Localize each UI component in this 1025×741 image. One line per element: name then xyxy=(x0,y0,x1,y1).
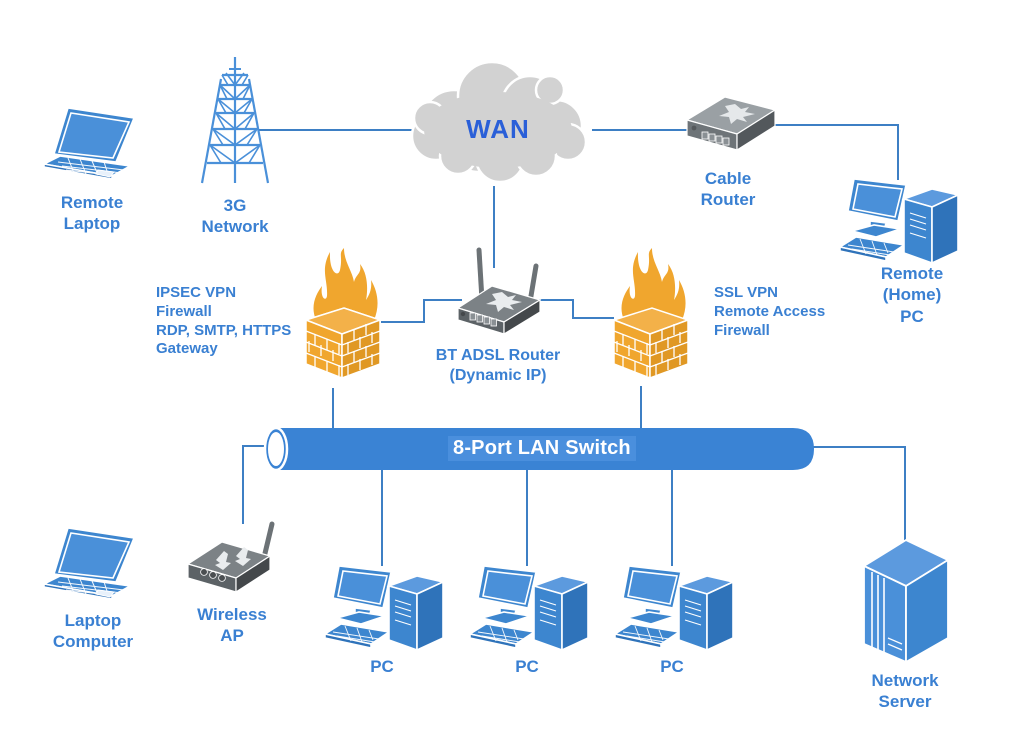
server-icon xyxy=(862,538,950,664)
node-remote-home-pc[interactable]: Remote (Home) PC xyxy=(837,175,962,326)
link-ipsec-firewall-to-adsl-router xyxy=(381,299,462,323)
node-bt-adsl-router[interactable]: BT ADSL Router (Dynamic IP) xyxy=(436,247,560,384)
desktop-pc-icon xyxy=(467,565,591,652)
link-adsl-router-to-ssl-firewall xyxy=(538,299,614,319)
node-lan-switch[interactable]: 8-Port LAN Switch xyxy=(258,426,814,472)
node-pc-1[interactable]: PC xyxy=(322,562,447,676)
firewall-icon xyxy=(303,248,383,380)
node-label-wireless-ap: Wireless AP xyxy=(197,605,267,646)
node-cable-router[interactable]: Cable Router xyxy=(685,92,777,209)
node-ipsec-vpn-firewall[interactable]: IPSEC VPN Firewall RDP, SMTP, HTTPS Gate… xyxy=(156,248,386,390)
laptop-icon xyxy=(41,527,136,600)
desktop-pc-icon xyxy=(322,565,446,652)
node-laptop-computer[interactable]: Laptop Computer xyxy=(38,520,150,651)
router-icon xyxy=(685,96,777,152)
laptop-icon xyxy=(41,107,136,180)
wan-cloud-label: WAN xyxy=(466,114,530,144)
node-label-pc-3: PC xyxy=(660,657,684,676)
node-pc-3[interactable]: PC xyxy=(612,562,737,676)
link-switch-to-network-server xyxy=(808,446,906,540)
firewall-icon xyxy=(611,248,691,380)
wireless-router-icon xyxy=(456,247,542,336)
node-label-ipsec-vpn-firewall: IPSEC VPN Firewall RDP, SMTP, HTTPS Gate… xyxy=(156,284,292,358)
desktop-pc-icon xyxy=(837,178,961,265)
node-label-network-server: Network Server xyxy=(871,671,939,712)
node-remote-laptop[interactable]: Remote Laptop xyxy=(38,100,150,233)
node-ssl-vpn-firewall[interactable]: SSL VPN Remote Access Firewall xyxy=(604,248,825,390)
node-3g-network[interactable]: 3G Network xyxy=(196,55,274,236)
node-label-bt-adsl-router: BT ADSL Router (Dynamic IP) xyxy=(435,347,561,384)
node-label-remote-laptop: Remote Laptop xyxy=(60,193,124,234)
link-cable-router-to-home-pc xyxy=(772,124,899,180)
node-label-pc-1: PC xyxy=(370,657,394,676)
radio-tower-icon xyxy=(200,57,270,184)
node-network-server[interactable]: Network Server xyxy=(858,538,954,711)
node-pc-2[interactable]: PC xyxy=(467,562,592,676)
node-label-ssl-vpn-firewall: SSL VPN Remote Access Firewall xyxy=(714,284,826,339)
node-label-laptop-computer: Laptop Computer xyxy=(52,611,134,652)
node-label-cable-router: Cable Router xyxy=(700,169,756,210)
lan-switch-label: 8-Port LAN Switch xyxy=(448,436,636,461)
cloud-icon xyxy=(410,60,588,184)
wireless-ap-icon xyxy=(186,521,275,594)
desktop-pc-icon xyxy=(612,565,736,652)
node-wan-cloud[interactable]: WAN xyxy=(400,60,596,188)
node-label-pc-2: PC xyxy=(515,657,539,676)
link-switch-to-wireless-ap xyxy=(242,445,268,524)
node-label-3g-network: 3G Network xyxy=(201,196,269,237)
node-wireless-ap[interactable]: Wireless AP xyxy=(182,520,282,645)
node-label-remote-home-pc: Remote (Home) PC xyxy=(880,264,944,326)
